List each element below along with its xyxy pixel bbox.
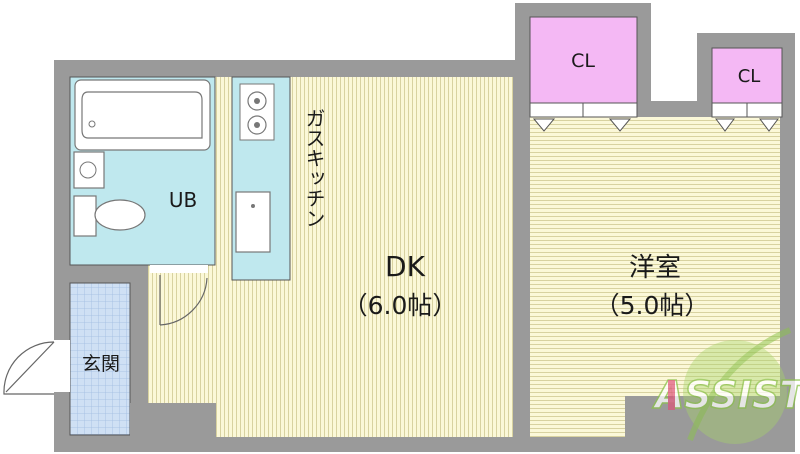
sink-basin xyxy=(79,161,97,179)
bathtub-inner xyxy=(81,91,203,139)
kitchen-sink-icon xyxy=(235,191,271,253)
drain-icon xyxy=(88,120,96,128)
closet-door-marks xyxy=(532,118,779,132)
entrance-door-opening xyxy=(54,340,70,392)
bath-door-swing xyxy=(159,275,208,326)
wall-block xyxy=(130,403,216,437)
closet-1 xyxy=(529,16,638,104)
burner-icon xyxy=(247,115,267,135)
watermark-text: ASSIST xyxy=(652,373,800,417)
entrance-floor xyxy=(69,282,131,436)
entrance-door-swing xyxy=(3,341,55,395)
burner-icon xyxy=(254,98,260,104)
burner-icon xyxy=(254,122,260,128)
toilet-icon xyxy=(94,199,146,231)
kitchen-sink-drain xyxy=(251,204,255,208)
toilet-tank xyxy=(73,195,97,237)
entrance-label: 玄関 xyxy=(82,353,120,375)
dk-size-label: （6.0帖） xyxy=(343,291,458,320)
kitchen-label: ガスキッチン xyxy=(302,108,326,228)
dk-name-label: DK xyxy=(385,250,426,283)
western-size-label: （5.0帖） xyxy=(595,291,710,320)
burner-icon xyxy=(247,91,267,111)
stove-icon xyxy=(239,83,275,141)
bath-label: UB xyxy=(169,188,197,212)
western-name-label: 洋室 xyxy=(629,253,681,283)
bath-door-opening xyxy=(150,265,208,273)
watermark-logo: ASSIST xyxy=(651,327,800,444)
partition-wall xyxy=(513,77,530,437)
closet-2 xyxy=(711,47,783,104)
western-room-floor xyxy=(530,117,780,437)
closet-1-label: CL xyxy=(571,50,595,72)
sink-icon xyxy=(73,151,105,189)
bathtub-icon xyxy=(74,79,211,151)
closet-2-label: CL xyxy=(738,66,761,87)
